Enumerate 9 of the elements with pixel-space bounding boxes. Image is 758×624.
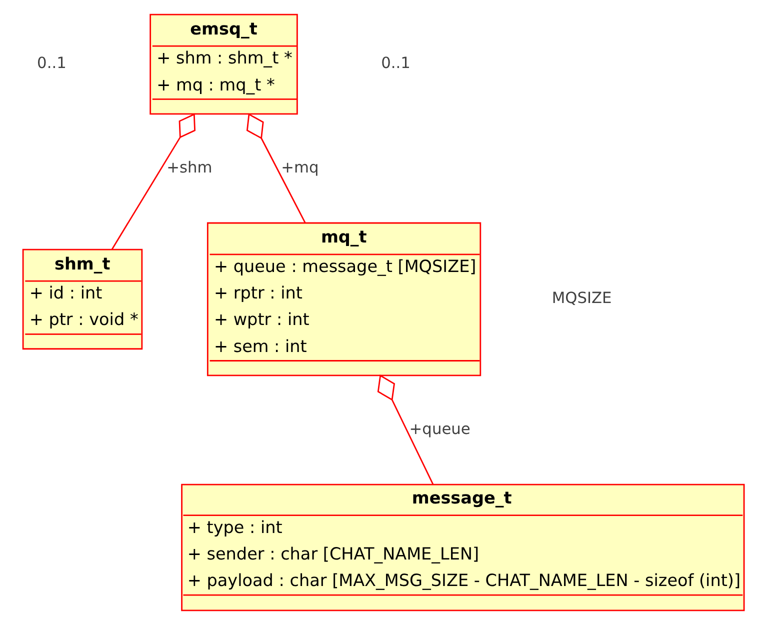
connector bbox=[246, 112, 306, 223]
edge-label: +mq bbox=[281, 158, 319, 176]
edge-label: +queue bbox=[409, 419, 470, 438]
label: MQSIZE bbox=[552, 288, 612, 307]
edge-label: +shm bbox=[166, 158, 212, 176]
label: 0..1 bbox=[37, 54, 66, 72]
connector bbox=[377, 374, 434, 484]
connector bbox=[111, 112, 196, 250]
label: 0..1 bbox=[381, 54, 410, 72]
